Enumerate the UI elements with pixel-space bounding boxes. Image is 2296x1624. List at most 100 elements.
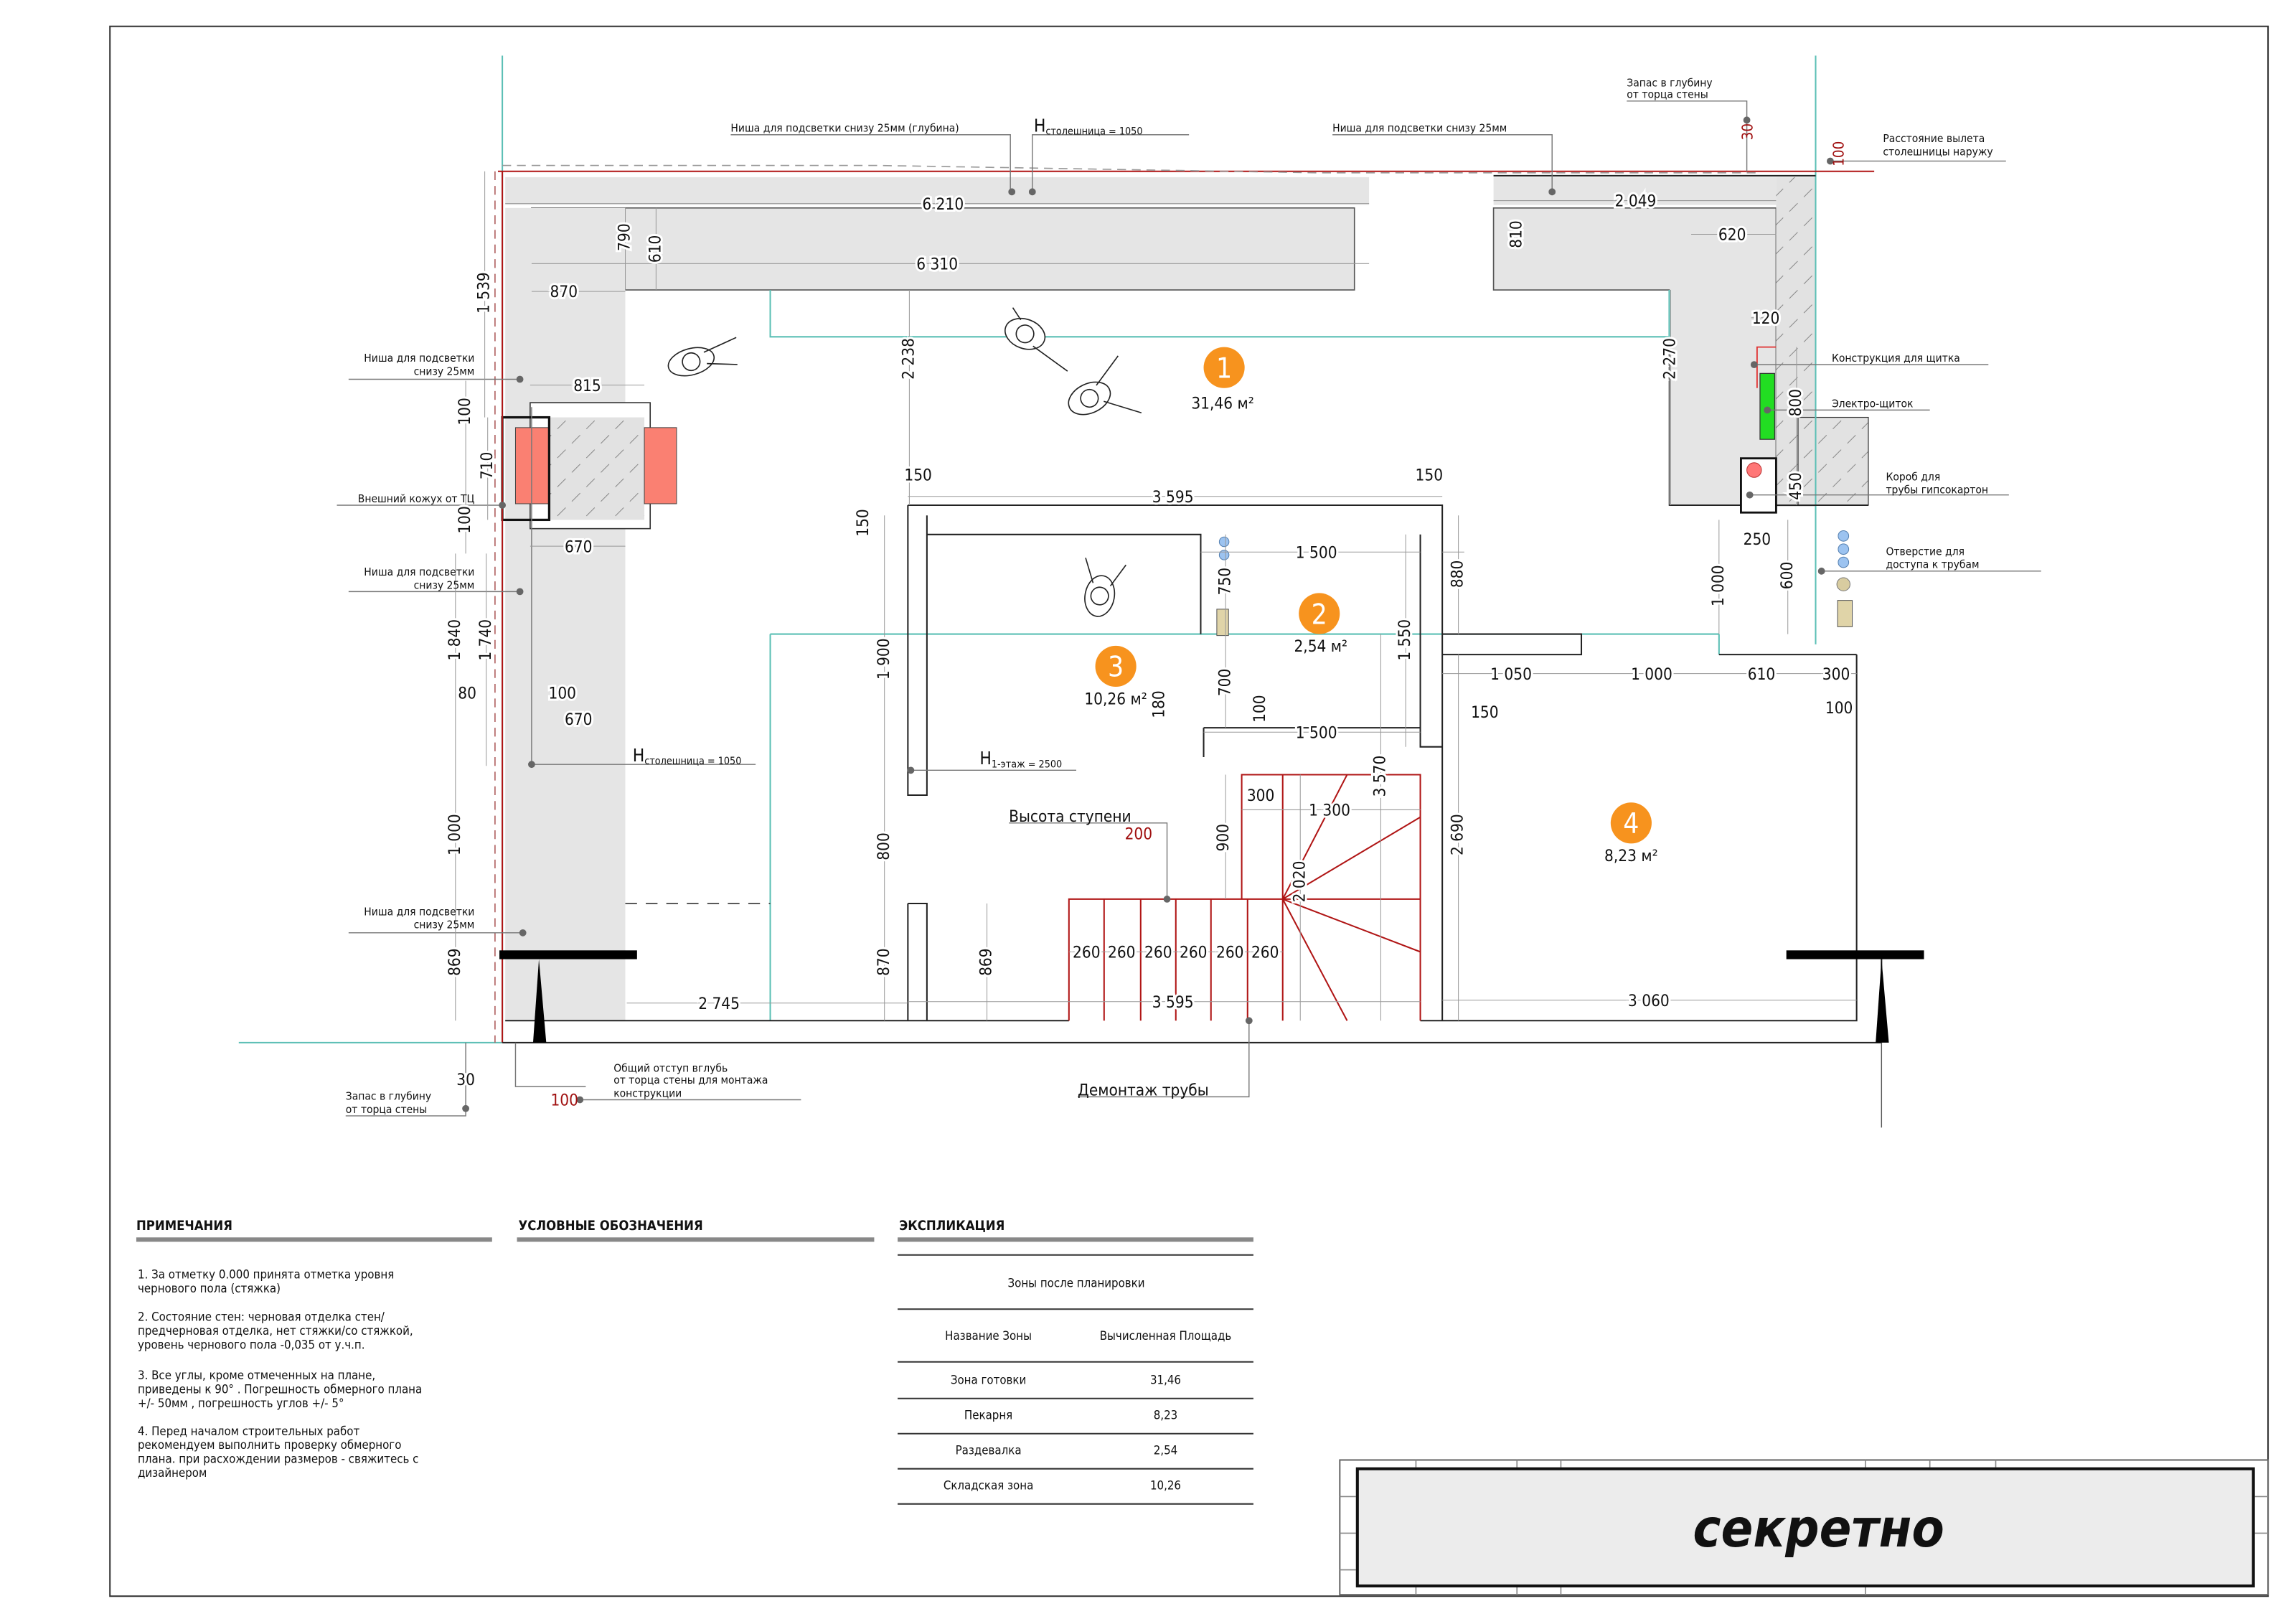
- annotation-pipe-access-1: Отверстие для: [1886, 545, 1965, 558]
- column-header-zone: Название Зоны: [945, 1328, 1032, 1343]
- note-line: 2. Состояние стен: черновая отделка стен…: [138, 1310, 385, 1324]
- reserve-top-value: 30: [1739, 123, 1756, 140]
- notes-heading: ПРИМЕЧАНИЯ: [136, 1219, 232, 1234]
- zone-number: 3: [1108, 652, 1124, 684]
- zone-number: 4: [1623, 808, 1639, 840]
- explication-heading: ЭКСПЛИКАЦИЯ: [899, 1219, 1004, 1234]
- dimension-label: 800: [1787, 389, 1805, 417]
- dimension-label: 100: [1251, 695, 1269, 723]
- dimension-label: 1 000: [1631, 665, 1672, 684]
- column-casing-left: [514, 427, 550, 504]
- dimension-label: 260: [1216, 944, 1244, 962]
- dimension-label: 2 020: [1290, 861, 1309, 903]
- annotation-h-floor: H1-этаж = 2500: [979, 748, 1062, 770]
- dimension-label: 1 740: [476, 619, 495, 661]
- zone-marker-1: 1 31,46 м²: [1191, 347, 1254, 413]
- person-figure-icon: [667, 307, 1142, 617]
- dimension-label: 610: [1748, 665, 1776, 684]
- legend-heading: УСЛОВНЫЕ ОБОЗНАЧЕНИЯ: [519, 1219, 703, 1234]
- dimension-label: 810: [1507, 220, 1525, 248]
- dimension-label: 1 840: [446, 619, 464, 661]
- pipe-icon: [1746, 462, 1762, 478]
- annotation-offset-2: от торца стены для монтажа: [613, 1074, 768, 1086]
- dimension-label: 1 050: [1490, 665, 1532, 684]
- dimension-label: 610: [646, 235, 664, 263]
- note-line: 4. Перед началом строительных работ: [138, 1424, 359, 1438]
- column-casing-right: [644, 427, 677, 504]
- dimension-label: 1 550: [1396, 619, 1414, 661]
- annotation-pipe-removal: Демонтаж трубы: [1078, 1081, 1209, 1099]
- zone-area: 10,26 м²: [1084, 690, 1147, 709]
- top-counter-niche: [505, 177, 1370, 205]
- annotation-h-counter: Hстолешница = 1050: [1034, 116, 1143, 138]
- dimension-label: 6 310: [916, 255, 958, 273]
- note-line: приведены к 90° . Погрешность обмерного …: [138, 1382, 422, 1397]
- left-counter: [505, 207, 626, 1021]
- zone-area: 2,54 м²: [1294, 637, 1347, 656]
- overhang-value: 100: [1830, 141, 1847, 166]
- annotation-reserve-top-2: от торца стены: [1627, 88, 1708, 101]
- explication-caption: Зоны после планировки: [1007, 1276, 1144, 1290]
- annotation-panel-structure: Конструкция для щитка: [1832, 352, 1960, 365]
- zone-marker-3: 3 10,26 м²: [1084, 645, 1147, 709]
- annotation-pipe-box-2: трубы гипсокартон: [1886, 484, 1988, 497]
- dimension-label: 3 060: [1628, 992, 1670, 1010]
- annotation-niche-left-b2: снизу 25мм: [414, 578, 475, 591]
- dimension-label: 260: [1180, 944, 1208, 962]
- annotation-casing: Внешний кожух от ТЦ: [358, 492, 475, 505]
- zone-number: 1: [1216, 352, 1232, 385]
- dimension-label: 150: [854, 509, 872, 537]
- annotation-niche-left-a2: снизу 25мм: [414, 365, 475, 377]
- annotation-pipe-access-2: доступа к трубам: [1886, 558, 1979, 571]
- annotation-offset-1: Общий отступ вглубь: [613, 1062, 728, 1075]
- dimension-label: 30: [456, 1071, 475, 1089]
- annotation-reserve-bottom-1: Запас в глубину: [346, 1089, 431, 1102]
- annotation-overhang-1: Расстояние вылета: [1883, 132, 1985, 145]
- dimension-label: 670: [565, 538, 593, 556]
- zone-area-value: 2,54: [1154, 1442, 1177, 1457]
- dimension-label: 3 570: [1371, 756, 1390, 797]
- dimension-label: 100: [456, 506, 474, 534]
- sheet-frame: [109, 25, 2269, 1597]
- dimension-label: 1 000: [1709, 565, 1728, 606]
- zone-number: 2: [1312, 599, 1327, 631]
- dimension-label: 710: [478, 452, 497, 480]
- zone-name: Раздевалка: [956, 1442, 1022, 1457]
- dimension-label: 800: [875, 832, 893, 860]
- dimension-label: 2 270: [1661, 338, 1680, 380]
- annotation-reserve-bottom-2: от торца стены: [346, 1103, 428, 1116]
- note-line: уровень чернового пола -0,035 от у.ч.п.: [138, 1337, 365, 1351]
- title-stamp: секретно: [1693, 1498, 1944, 1559]
- dimension-label: 100: [549, 684, 577, 703]
- zone-name: Пекарня: [964, 1407, 1012, 1422]
- legend-section: УСЛОВНЫЕ ОБОЗНАЧЕНИЯ: [517, 1219, 875, 1242]
- dimension-label: 869: [446, 948, 464, 976]
- note-line: 3. Все углы, кроме отмеченных на плане,: [138, 1368, 375, 1382]
- dimension-label: 120: [1752, 309, 1780, 328]
- zone-area: 8,23 м²: [1604, 847, 1658, 865]
- step-height-value: 200: [1125, 825, 1153, 843]
- dimension-label: 150: [904, 466, 932, 484]
- dimension-label: 150: [1471, 703, 1499, 722]
- dimension-label: 870: [550, 283, 578, 301]
- zone-area-value: 10,26: [1150, 1478, 1181, 1492]
- dimension-label: 300: [1247, 787, 1275, 805]
- notes-section: ПРИМЕЧАНИЯ 1. За отметку 0.000 принята о…: [136, 1219, 492, 1480]
- entrance-left-marker: [499, 950, 637, 1043]
- dimension-label: 2 049: [1615, 192, 1657, 211]
- dimension-label: 300: [1822, 665, 1850, 684]
- dimension-label: 1 539: [475, 272, 494, 314]
- dimension-label: 100: [456, 398, 474, 426]
- explication-table: ЭКСПЛИКАЦИЯ Зоны после планировки Назван…: [898, 1219, 1253, 1505]
- dimension-label: 1 900: [875, 638, 893, 680]
- dimension-label: 100: [1825, 699, 1853, 718]
- offset-value: 100: [550, 1092, 578, 1110]
- dimension-label: 790: [616, 223, 634, 251]
- dimension-label: 1 500: [1296, 723, 1337, 742]
- dimension-label: 900: [1214, 824, 1233, 852]
- dimension-label: 250: [1744, 530, 1772, 549]
